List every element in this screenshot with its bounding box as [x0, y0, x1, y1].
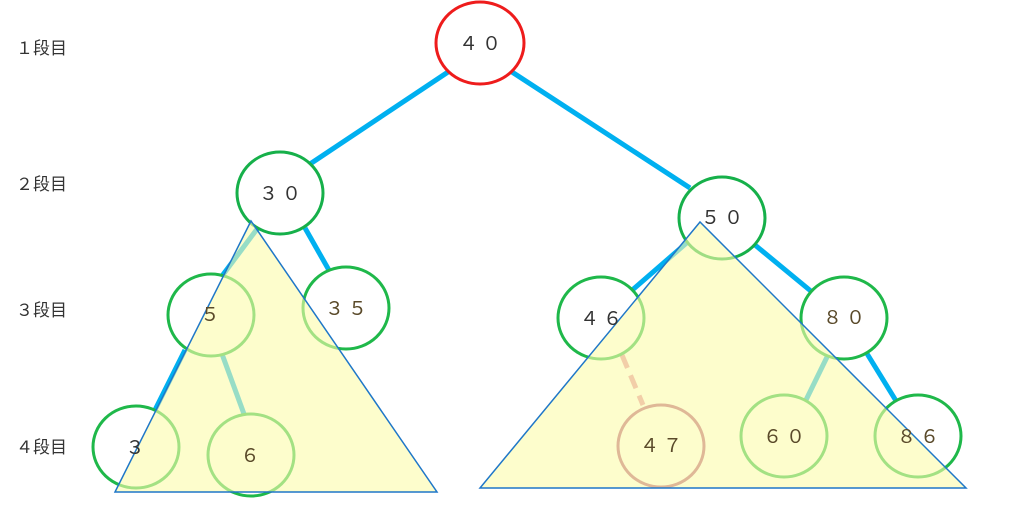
- node-30-label: ３０: [259, 183, 305, 205]
- node-35-label: ３５: [325, 298, 371, 320]
- node-30-circle: [235, 150, 325, 236]
- node-5-label: ５: [200, 304, 223, 326]
- node-47-label: ４７: [640, 435, 686, 457]
- level-label-1: １段目: [16, 39, 67, 59]
- level-label-3: ３段目: [16, 301, 67, 321]
- right-subtree-triangle: [478, 220, 968, 489]
- node-50-label: ５０: [701, 207, 747, 229]
- node-80-label: ８０: [823, 307, 869, 329]
- node-3-label: ３: [125, 437, 148, 459]
- level-label-4: ４段目: [16, 438, 67, 458]
- edge-5-3: [152, 348, 188, 412]
- node-40-circle: [434, 0, 526, 86]
- left-subtree-triangle: [113, 219, 439, 493]
- edge-80-86: [863, 350, 901, 406]
- node-46-label: ４６: [580, 308, 626, 330]
- edge-50-80: [753, 243, 814, 294]
- node-6-label: ６: [240, 445, 263, 467]
- node-86-label: ８６: [897, 426, 943, 448]
- edge-30-35: [302, 226, 333, 274]
- edge-40-30: [308, 69, 450, 167]
- node-60-label: ６０: [763, 426, 809, 448]
- level-label-2: ２段目: [16, 175, 67, 195]
- edge-40-50: [510, 69, 692, 191]
- node-80-circle: [799, 275, 889, 361]
- node-40-label: ４０: [459, 33, 505, 55]
